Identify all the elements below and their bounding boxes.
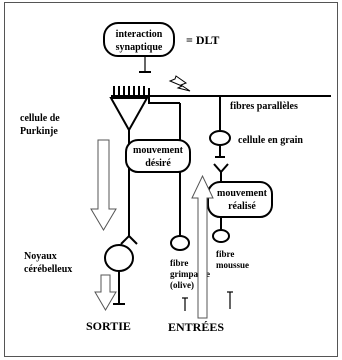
climbing-fiber-label-2: grimpante xyxy=(170,269,210,279)
nuclei-label-1: Noyaux xyxy=(24,251,57,262)
diagram-frame xyxy=(4,2,338,357)
granule-cell-body xyxy=(209,130,231,146)
output-arrow-upper xyxy=(90,139,117,231)
cerebellar-nuclei-body xyxy=(104,244,134,272)
climbing-fiber-body xyxy=(170,235,190,251)
desired-movement-label-1: mouvement xyxy=(133,145,184,156)
output-label: SORTIE xyxy=(86,319,131,333)
granule-cell-label: cellule en grain xyxy=(238,135,303,146)
synaptic-interaction-label-1: interaction xyxy=(116,29,163,40)
purkinje-cell-body xyxy=(109,97,149,133)
desired-movement-label-2: désiré xyxy=(145,158,171,169)
realized-movement-box xyxy=(207,181,273,218)
climbing-fiber-label-3: (olive) xyxy=(170,280,194,290)
purkinje-label-2: Purkinje xyxy=(20,126,58,137)
mossy-fiber-label-2: moussue xyxy=(216,260,249,270)
mossy-terminal-left xyxy=(213,163,222,173)
synaptic-interaction-label-2: synaptique xyxy=(116,42,163,53)
realized-movement-label-1: mouvement xyxy=(217,188,268,199)
purkinje-label-1: cellule de xyxy=(20,113,60,124)
inputs-label: ENTRÉES xyxy=(168,320,224,334)
lightning-bolt-icon xyxy=(168,75,191,92)
mossy-fiber-body xyxy=(212,229,230,243)
synaptic-interaction-box xyxy=(103,22,175,57)
desired-movement-box xyxy=(125,139,191,173)
climbing-fiber-label-1: fibre xyxy=(170,258,188,268)
mossy-terminal-right xyxy=(220,163,229,173)
input-arrow xyxy=(191,174,214,319)
purkinje-terminal-left xyxy=(120,235,130,245)
purkinje-terminal-right xyxy=(128,235,138,245)
mossy-fiber-label-1: fibre xyxy=(216,249,234,259)
purkinje-dendrite-spines xyxy=(113,86,145,96)
output-arrow-lower xyxy=(94,274,117,311)
dlt-label: = DLT xyxy=(186,33,219,47)
parallel-fibers-label: fibres parallèles xyxy=(230,101,298,112)
realized-movement-label-2: réalisé xyxy=(228,201,256,212)
nuclei-label-2: cérébelleux xyxy=(24,264,72,275)
